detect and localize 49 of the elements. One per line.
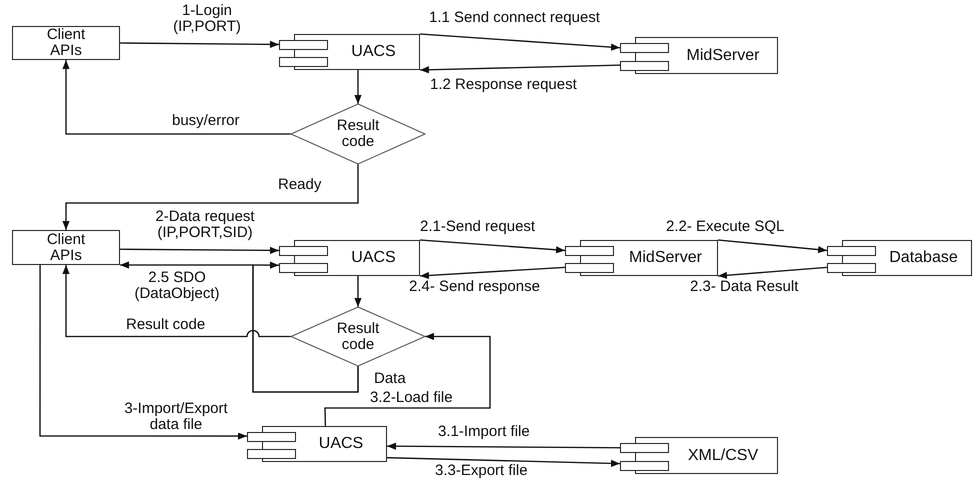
node-label: Database xyxy=(888,250,959,266)
edge-label: 3.1-Import file xyxy=(436,424,532,440)
process-box xyxy=(12,230,120,265)
arrow xyxy=(387,442,620,450)
arrow xyxy=(354,276,362,307)
decision-diamond xyxy=(291,104,425,164)
arrow xyxy=(718,239,828,254)
arrow xyxy=(120,246,279,254)
edge-label: 1.2 Response request xyxy=(428,77,579,93)
arrow xyxy=(420,33,620,51)
arrow xyxy=(120,40,279,48)
edge-label: 2.1-Send request xyxy=(418,219,538,235)
component-box xyxy=(620,437,778,474)
edge-label: 2.2- Execute SQL xyxy=(664,219,786,235)
component-box xyxy=(279,240,420,276)
component-box xyxy=(279,34,420,70)
node-label: Client APIs xyxy=(46,27,86,59)
arrow xyxy=(718,266,828,279)
arrow xyxy=(324,332,491,426)
edge-label: Ready xyxy=(276,177,324,193)
arrow xyxy=(62,265,291,338)
node-label: UACS xyxy=(350,44,397,60)
edge-label: 3.3-Export file xyxy=(433,463,530,479)
node-label: Result code xyxy=(336,320,380,352)
node-label: UACS xyxy=(350,250,397,266)
node-label: MidServer xyxy=(628,250,703,266)
component-box xyxy=(565,240,718,276)
node-label: Client APIs xyxy=(46,232,86,264)
arrow xyxy=(62,164,359,230)
component-box xyxy=(620,37,778,74)
component-box xyxy=(247,426,387,462)
edge-label: 2.4- Send response xyxy=(407,279,542,295)
component-box xyxy=(827,240,972,276)
arrow xyxy=(386,457,620,467)
arrow xyxy=(420,239,566,254)
arrow xyxy=(420,266,566,280)
arrow xyxy=(420,64,620,74)
node-label: Result code xyxy=(336,118,380,150)
arrow xyxy=(354,70,362,104)
edge-label: 1.1 Send connect request xyxy=(427,10,602,26)
node-label: XML/CSV xyxy=(686,448,760,464)
decision-diamond xyxy=(291,307,425,366)
arrow xyxy=(62,60,291,135)
arrow xyxy=(39,265,247,440)
arrow xyxy=(252,262,359,393)
edge-label: busy/error xyxy=(170,113,242,129)
node-label: MidServer xyxy=(686,48,760,64)
process-box xyxy=(12,26,120,60)
node-label: UACS xyxy=(318,436,364,452)
